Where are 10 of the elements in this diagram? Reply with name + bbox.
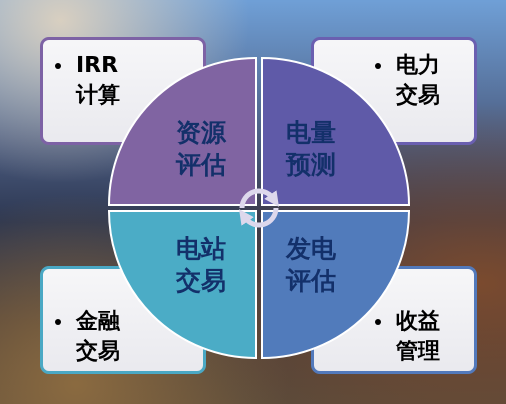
- sector-label: 电站交易: [176, 233, 227, 297]
- sector-label: 发电评估: [286, 233, 337, 297]
- sector-label: 电量预测: [286, 117, 337, 181]
- curved-arrow: [238, 208, 278, 228]
- card-text: 金融交易: [76, 308, 121, 366]
- card-text: IRR计算: [76, 52, 121, 110]
- sector-label: 资源评估: [176, 117, 228, 181]
- card-text: 收益管理: [396, 308, 441, 366]
- curved-arrow: [240, 188, 280, 208]
- card-text: 电力交易: [396, 52, 441, 110]
